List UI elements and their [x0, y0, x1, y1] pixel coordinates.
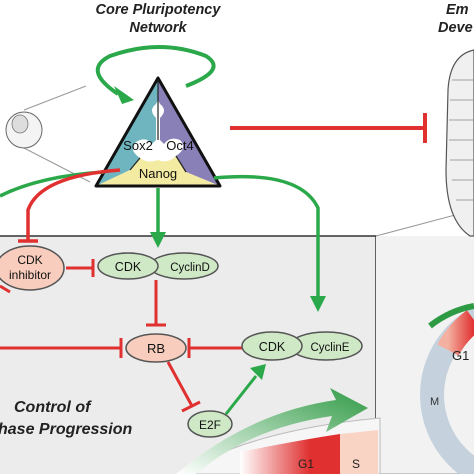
- g1-phase-band: [240, 434, 340, 474]
- activation-arrowhead-right: [310, 296, 326, 312]
- phase-label-s: S: [352, 457, 360, 471]
- cdk-label-right: CDK: [259, 340, 286, 354]
- embryo-illustration: [445, 49, 474, 237]
- cdk-label-top: CDK: [115, 260, 142, 274]
- activation-e2f-arrowhead: [250, 364, 266, 380]
- cdk-node-top: [97, 252, 159, 280]
- inhibit-e2f-line: [166, 361, 194, 407]
- e2f-label: E2F: [199, 418, 221, 432]
- embryo-title-line1: Em: [446, 2, 469, 18]
- g1-phase-arc: [437, 310, 474, 356]
- inhibit-e2f-bar: [181, 400, 201, 413]
- green-progress-arc: [428, 303, 474, 329]
- cdk-inhibitor-label-line2: inhibitor: [9, 268, 51, 282]
- oct4-label: Oct4: [166, 138, 193, 153]
- activation-e2f-to-cyclune: [224, 375, 258, 415]
- cyclune-label: CyclinE: [311, 342, 350, 354]
- cell-cycle-zoom-panel: G1 M: [375, 209, 474, 474]
- cdk-inhibitor-label-line1: CDK: [17, 253, 42, 267]
- inhibit-cdk-inhibitor-line: [26, 168, 121, 240]
- s-phase-band: [340, 430, 378, 474]
- nanog-label: Nanog: [139, 166, 177, 181]
- network-title-line2: Network: [129, 20, 187, 36]
- sox2-label: Sox2: [123, 138, 153, 153]
- self-renewal-arrowhead: [114, 86, 134, 104]
- green-sweep-arrow: [176, 388, 368, 474]
- activation-arc-right: [213, 174, 320, 298]
- rb-label: RB: [147, 341, 165, 356]
- cdk-inhibitor-left-arrow: [0, 284, 11, 294]
- network-title-line1: Core Pluripotency: [96, 2, 222, 18]
- cdk-inhibitor-node: [0, 245, 65, 291]
- activation-arrowhead-cdk-cyclind: [150, 232, 166, 248]
- caption-line1: Control of: [14, 399, 92, 416]
- phase-label-g1-right: G1: [452, 348, 469, 363]
- rb-node: [125, 333, 187, 363]
- phase-bar: G1 S: [176, 388, 381, 474]
- cell-cycle-ring: [420, 306, 474, 474]
- pluripotency-triangle: [94, 76, 222, 188]
- cyclind-label: CyclinD: [170, 262, 210, 274]
- embryo-title-line2: Deve: [438, 20, 473, 36]
- caption-line2: hase Progression: [0, 421, 133, 438]
- phase-label-m: M: [430, 396, 439, 408]
- self-renewal-loop-arrow: [96, 45, 216, 96]
- cdk-node-right: [241, 331, 303, 361]
- e2f-node: [187, 410, 233, 438]
- phase-label-g1-bottom: G1: [298, 457, 314, 471]
- nanog-segment: [96, 156, 220, 186]
- stem-cell-illustration: [5, 85, 91, 183]
